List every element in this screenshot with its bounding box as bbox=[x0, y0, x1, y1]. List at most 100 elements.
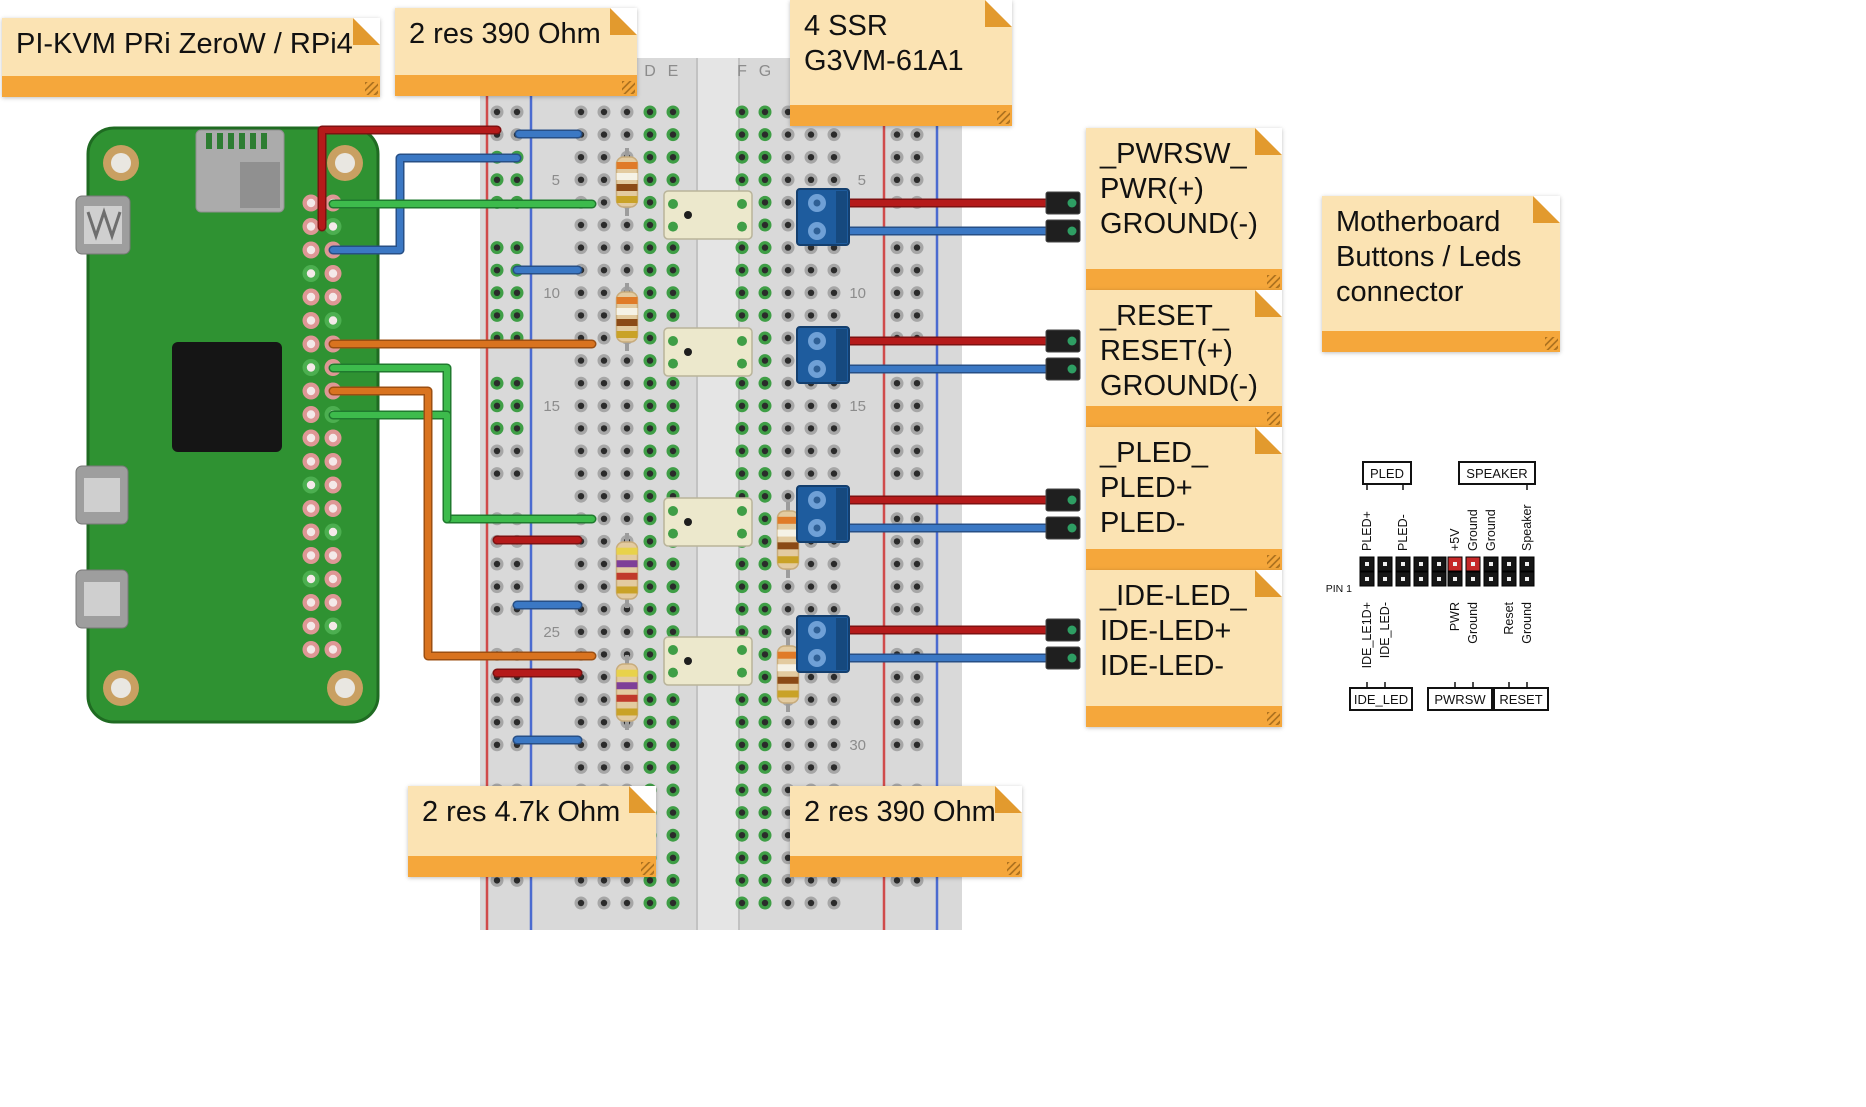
wire-connector-end[interactable] bbox=[1045, 219, 1081, 243]
connector-label-text: PWRSW bbox=[1434, 692, 1486, 707]
resize-grip-icon[interactable] bbox=[1267, 712, 1280, 725]
resize-grip-icon[interactable] bbox=[1545, 337, 1558, 350]
ssr-chip-g3vm-61a1[interactable] bbox=[663, 636, 753, 686]
breadboard-row-number: 15 bbox=[543, 398, 560, 415]
pin-label: Ground bbox=[1466, 602, 1480, 644]
note-strip bbox=[2, 76, 380, 97]
note-text: _IDE-LED_ IDE-LED+ IDE-LED- bbox=[1100, 580, 1247, 683]
ssr-chip-g3vm-61a1[interactable] bbox=[663, 327, 753, 377]
pin-label: Reset bbox=[1502, 601, 1516, 634]
note-fold-icon bbox=[610, 8, 637, 35]
pin1-dot bbox=[684, 211, 692, 219]
mini-hdmi-port bbox=[75, 195, 131, 255]
note-strip bbox=[1086, 549, 1282, 570]
note-text: Motherboard Buttons / Leds connector bbox=[1336, 206, 1522, 309]
micro-usb-port bbox=[75, 465, 129, 525]
breadboard-row-number: 30 bbox=[849, 737, 866, 754]
wire-connector-end[interactable] bbox=[1045, 357, 1081, 381]
note-fold-icon bbox=[1533, 196, 1560, 223]
resize-grip-icon[interactable] bbox=[365, 82, 378, 95]
pin-label: PLED+ bbox=[1360, 511, 1374, 551]
note-text: 2 res 390 Ohm bbox=[409, 18, 601, 50]
note-fold-icon bbox=[1255, 570, 1282, 597]
connector-label-box bbox=[1493, 687, 1549, 711]
wire-connector-end[interactable] bbox=[1045, 618, 1081, 642]
wire-connector-end[interactable] bbox=[1045, 329, 1081, 353]
pin-label: Ground bbox=[1484, 509, 1498, 551]
note-strip bbox=[790, 856, 1022, 877]
ssr-chip-g3vm-61a1[interactable] bbox=[663, 497, 753, 547]
resize-grip-icon[interactable] bbox=[1267, 412, 1280, 425]
wires bbox=[317, 125, 1081, 745]
note-ssr[interactable]: 4 SSR G3VM-61A1 bbox=[790, 0, 1012, 126]
resistor-4.7kohm[interactable] bbox=[615, 655, 639, 730]
wire-connector-end[interactable] bbox=[1045, 488, 1081, 512]
note-ide-led[interactable]: _IDE-LED_ IDE-LED+ IDE-LED- bbox=[1086, 570, 1282, 727]
ssr-chip-g3vm-61a1[interactable] bbox=[663, 190, 753, 240]
terminal-block[interactable] bbox=[796, 615, 850, 673]
note-fold-icon bbox=[629, 786, 656, 813]
resistor-390ohm[interactable] bbox=[615, 148, 639, 216]
pin1-dot bbox=[684, 518, 692, 526]
note-strip bbox=[1086, 406, 1282, 427]
resize-grip-icon[interactable] bbox=[622, 81, 635, 94]
note-strip bbox=[408, 856, 656, 877]
pin1-label: PIN 1 bbox=[1326, 583, 1352, 595]
wire-orange[interactable] bbox=[330, 388, 595, 659]
breadboard-row-number: 5 bbox=[552, 172, 560, 189]
connector-label-box bbox=[1362, 461, 1412, 485]
connector-label-text: IDE_LED bbox=[1354, 692, 1408, 707]
resistor-390ohm[interactable] bbox=[776, 637, 800, 712]
note-reset[interactable]: _RESET_ RESET(+) GROUND(-) bbox=[1086, 290, 1282, 427]
note-res-390-top[interactable]: 2 res 390 Ohm bbox=[395, 8, 637, 96]
terminal-block[interactable] bbox=[796, 485, 850, 543]
breadboard-column-letter: F bbox=[737, 63, 747, 80]
connector-label-text: SPEAKER bbox=[1466, 466, 1527, 481]
breadboard-column-letter: G bbox=[759, 63, 771, 80]
wire-green[interactable] bbox=[330, 412, 450, 522]
pin-label: IDE_LE1D+ bbox=[1360, 602, 1374, 668]
note-motherboard[interactable]: Motherboard Buttons / Leds connector bbox=[1322, 196, 1560, 352]
resistor-390ohm[interactable] bbox=[615, 283, 639, 351]
note-text: _RESET_ RESET(+) GROUND(-) bbox=[1100, 300, 1258, 403]
pin-label: Ground bbox=[1466, 509, 1480, 551]
note-text: _PLED_ PLED+ PLED- bbox=[1100, 437, 1209, 540]
resize-grip-icon[interactable] bbox=[997, 111, 1010, 124]
connector-label-box bbox=[1458, 461, 1536, 485]
resize-grip-icon[interactable] bbox=[1267, 555, 1280, 568]
resize-grip-icon[interactable] bbox=[1007, 862, 1020, 875]
raspberry-pi-zero-board[interactable] bbox=[75, 126, 380, 724]
note-fold-icon bbox=[995, 786, 1022, 813]
note-strip bbox=[1086, 269, 1282, 290]
note-text: 2 res 4.7k Ohm bbox=[422, 796, 621, 828]
breadboard-row-number: 10 bbox=[543, 285, 560, 302]
resize-grip-icon[interactable] bbox=[641, 862, 654, 875]
note-res-47k[interactable]: 2 res 4.7k Ohm bbox=[408, 786, 656, 877]
micro-usb-port bbox=[75, 569, 129, 629]
resistor-4.7kohm[interactable] bbox=[615, 533, 639, 608]
terminal-block[interactable] bbox=[796, 326, 850, 384]
pin1-dot bbox=[684, 348, 692, 356]
note-res-390-bottom[interactable]: 2 res 390 Ohm bbox=[790, 786, 1022, 877]
resize-grip-icon[interactable] bbox=[1267, 275, 1280, 288]
note-pled[interactable]: _PLED_ PLED+ PLED- bbox=[1086, 427, 1282, 570]
note-strip bbox=[395, 75, 637, 96]
breadboard-row-number: 25 bbox=[543, 624, 560, 641]
wire-connector-end[interactable] bbox=[1045, 516, 1081, 540]
note-text: _PWRSW_ PWR(+) GROUND(-) bbox=[1100, 138, 1258, 241]
wire-connector-end[interactable] bbox=[1045, 191, 1081, 215]
wire-connector-end[interactable] bbox=[1045, 646, 1081, 670]
connector-label-text: PLED bbox=[1370, 466, 1404, 481]
terminal-block[interactable] bbox=[796, 188, 850, 246]
pin1-dot bbox=[684, 657, 692, 665]
wire-red[interactable] bbox=[319, 127, 500, 230]
pin-label: PLED- bbox=[1396, 514, 1410, 551]
note-pwrsw[interactable]: _PWRSW_ PWR(+) GROUND(-) bbox=[1086, 128, 1282, 290]
breadboard-column-letter: D bbox=[644, 63, 656, 80]
resistor-390ohm[interactable] bbox=[776, 502, 800, 578]
breadboard-row-number: 10 bbox=[849, 285, 866, 302]
sd-card-slot bbox=[195, 129, 285, 213]
note-pi-kvm[interactable]: PI-KVM PRi ZeroW / RPi4 bbox=[2, 18, 380, 97]
